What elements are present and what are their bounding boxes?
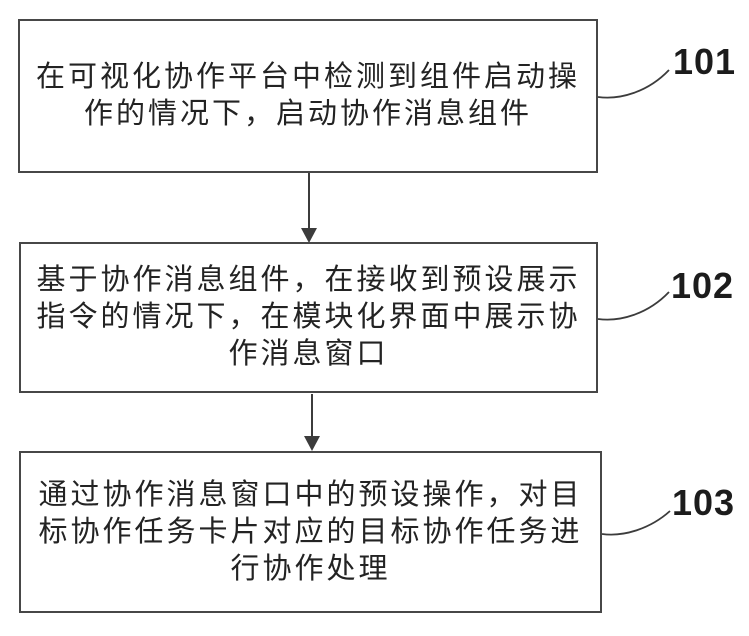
leader-line-102: [597, 291, 670, 321]
leader-line-103: [601, 510, 671, 536]
ref-number-103: 103: [672, 482, 736, 523]
flow-step-box-103: 通过协作消息窗口中的预设操作，对目 标协作任务卡片对应的目标协作任务进 行协作处…: [19, 451, 602, 613]
leader-line-101: [597, 69, 670, 99]
ref-number-102: 102: [671, 265, 735, 306]
ref-number-101: 101: [673, 41, 737, 82]
arrow-down-101-102: [301, 173, 317, 243]
arrow-down-102-103: [304, 394, 320, 451]
flow-step-box-102: 基于协作消息组件，在接收到预设展示 指令的情况下，在模块化界面中展示协 作消息窗…: [19, 242, 598, 393]
flow-step-box-101: 在可视化协作平台中检测到组件启动操 作的情况下，启动协作消息组件: [18, 19, 598, 173]
flow-step-text-102: 基于协作消息组件，在接收到预设展示 指令的情况下，在模块化界面中展示协 作消息窗…: [36, 264, 581, 370]
flow-step-text-101: 在可视化协作平台中检测到组件启动操 作的情况下，启动协作消息组件: [35, 61, 580, 130]
flow-step-text-103: 通过协作消息窗口中的预设操作，对目 标协作任务卡片对应的目标协作任务进 行协作处…: [38, 478, 583, 585]
